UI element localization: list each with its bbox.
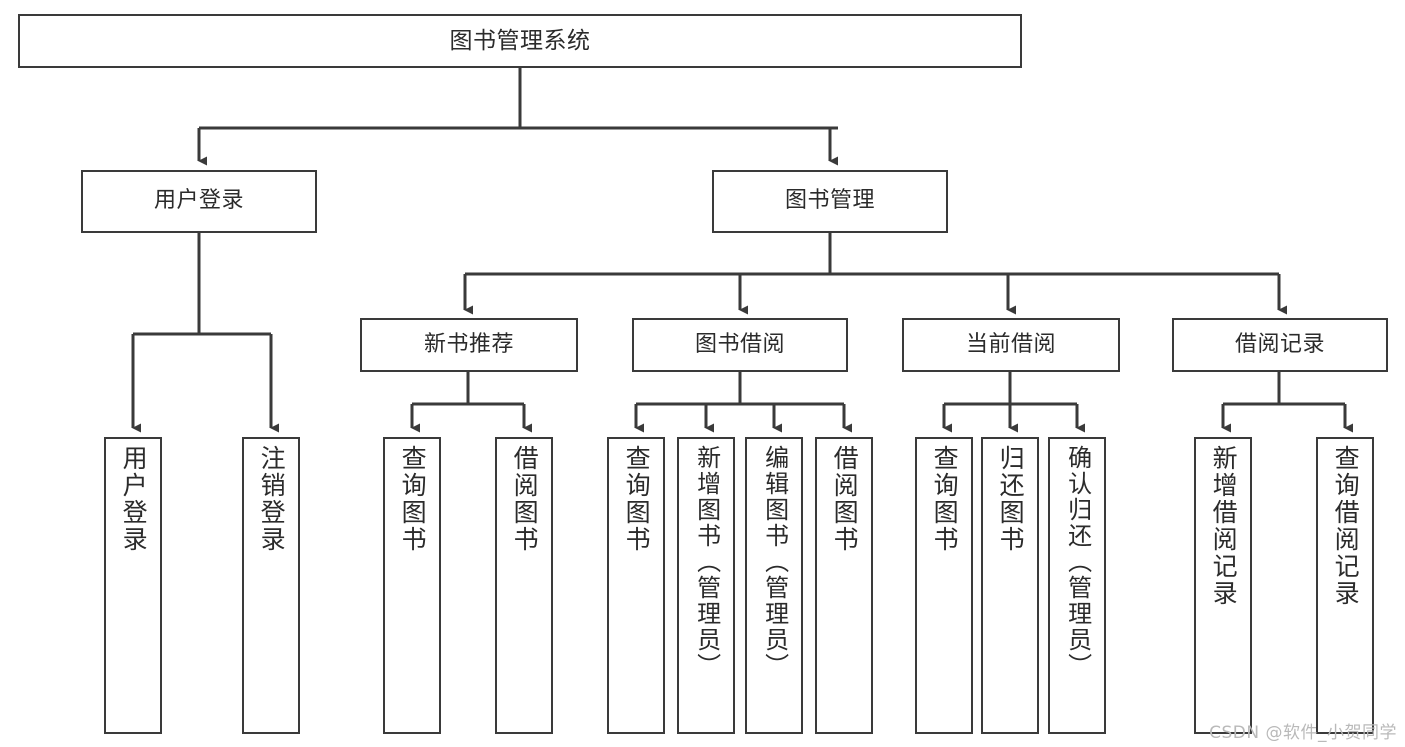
- node-label: 图书管理系统: [449, 27, 591, 54]
- node-label: 借阅图书: [830, 445, 860, 553]
- node-label: 查询图书: [398, 445, 428, 553]
- node-user-login[interactable]: 用户登录: [81, 170, 317, 233]
- node-current-borrow[interactable]: 当前借阅: [902, 318, 1120, 372]
- node-label: 用户登录: [153, 188, 244, 214]
- node-label: 用户登录: [119, 445, 149, 553]
- node-root-book-management-system[interactable]: 图书管理系统: [18, 14, 1022, 68]
- leaf-user-login-logout[interactable]: 注销登录: [242, 437, 300, 734]
- node-label: 借阅图书: [510, 445, 540, 553]
- node-label: 当前借阅: [965, 331, 1056, 357]
- node-label: 确认归还（管理员）: [1063, 445, 1092, 679]
- node-borrow-record[interactable]: 借阅记录: [1172, 318, 1388, 372]
- node-label: 归还图书: [996, 445, 1026, 553]
- node-label: 图书借阅: [694, 331, 785, 357]
- leaf-current-borrow-return-book[interactable]: 归还图书: [981, 437, 1039, 734]
- leaf-book-borrow-query-book[interactable]: 查询图书: [607, 437, 665, 734]
- node-label: 注销登录: [257, 445, 287, 553]
- node-label: 图书管理: [784, 188, 875, 214]
- node-label: 新书推荐: [423, 331, 514, 357]
- leaf-current-borrow-confirm-return-admin[interactable]: 确认归还（管理员）: [1048, 437, 1106, 734]
- node-new-book-recommend[interactable]: 新书推荐: [360, 318, 578, 372]
- node-label: 借阅记录: [1234, 331, 1325, 357]
- node-label: 查询借阅记录: [1331, 445, 1361, 607]
- leaf-book-borrow-edit-book-admin[interactable]: 编辑图书（管理员）: [745, 437, 803, 734]
- leaf-book-borrow-add-book-admin[interactable]: 新增图书（管理员）: [677, 437, 735, 734]
- leaf-new-book-query-book[interactable]: 查询图书: [383, 437, 441, 734]
- leaf-book-borrow-borrow-book[interactable]: 借阅图书: [815, 437, 873, 734]
- node-book-borrow[interactable]: 图书借阅: [632, 318, 848, 372]
- leaf-borrow-record-add-record[interactable]: 新增借阅记录: [1194, 437, 1252, 734]
- node-label: 查询图书: [930, 445, 960, 553]
- leaf-new-book-borrow-book[interactable]: 借阅图书: [495, 437, 553, 734]
- leaf-user-login-login[interactable]: 用户登录: [104, 437, 162, 734]
- node-label: 新增图书（管理员）: [692, 445, 721, 679]
- watermark: CSDN @软件_小贺同学: [1209, 723, 1397, 743]
- leaf-current-borrow-query-book[interactable]: 查询图书: [915, 437, 973, 734]
- node-label: 新增借阅记录: [1209, 445, 1239, 607]
- node-label: 查询图书: [622, 445, 652, 553]
- node-book-management[interactable]: 图书管理: [712, 170, 948, 233]
- leaf-borrow-record-query-record[interactable]: 查询借阅记录: [1316, 437, 1374, 734]
- node-label: 编辑图书（管理员）: [760, 445, 789, 679]
